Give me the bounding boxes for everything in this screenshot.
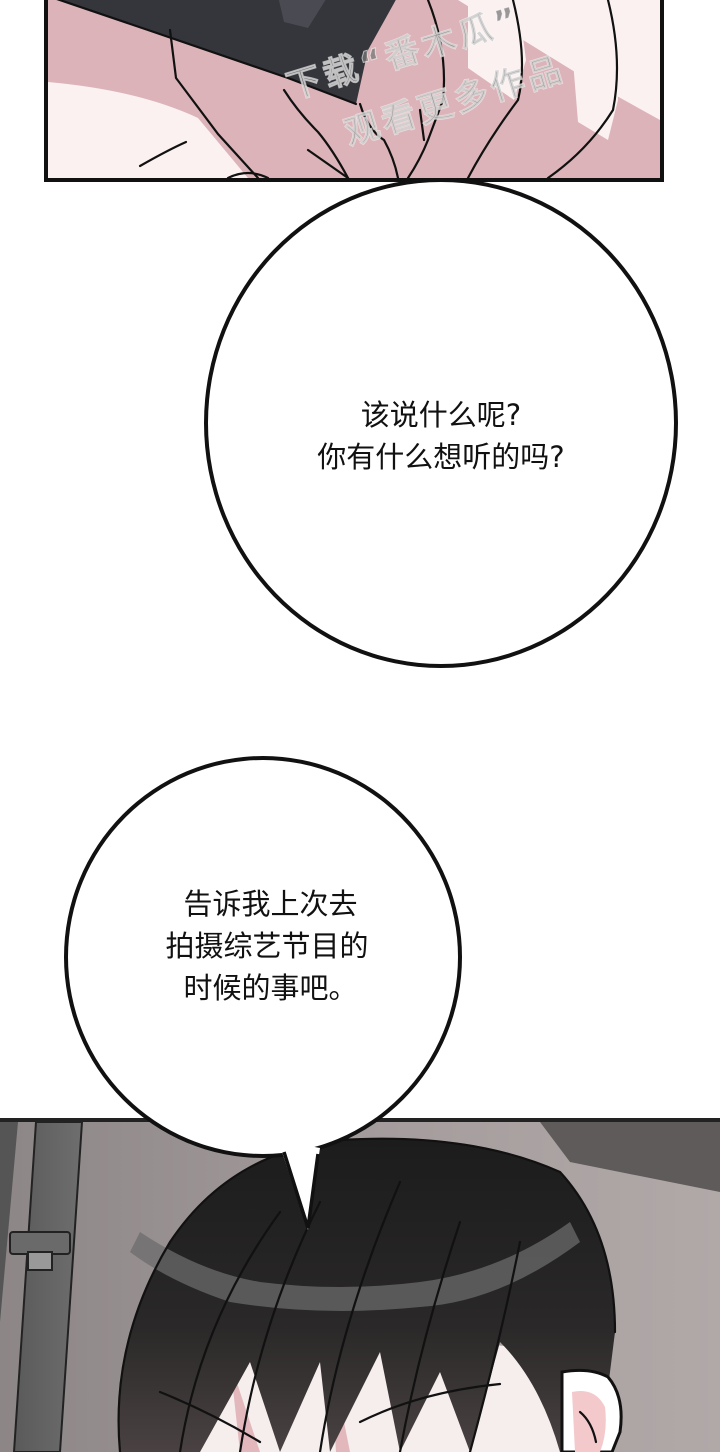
bubble-1-line-2: 你有什么想听的吗? (317, 440, 565, 474)
comic-panel-top: 下载“番木瓜” 观看更多作品 (44, 0, 664, 182)
bubble-2-line-3: 时候的事吧。 (183, 971, 358, 1005)
bubble-2-line-1: 告诉我上次去 (183, 887, 358, 921)
bubble-1-line-1: 该说什么呢? (360, 398, 522, 432)
comic-panel-bottom (0, 1118, 720, 1452)
hands-phone-illustration (48, 0, 660, 178)
speech-bubble-1: 该说什么呢? 你有什么想听的吗? (204, 178, 678, 668)
bubble-2-line-2: 拍摄综艺节目的 (165, 929, 369, 963)
speech-bubble-2-text: 告诉我上次去 拍摄综艺节目的 时候的事吧。 (165, 883, 368, 1009)
character-portrait-illustration (0, 1122, 720, 1452)
speech-bubble-2: 告诉我上次去 拍摄综艺节目的 时候的事吧。 (64, 756, 462, 1158)
speech-bubble-1-text: 该说什么呢? 你有什么想听的吗? (317, 394, 564, 478)
speech-bubble-2-tail (278, 1140, 320, 1230)
